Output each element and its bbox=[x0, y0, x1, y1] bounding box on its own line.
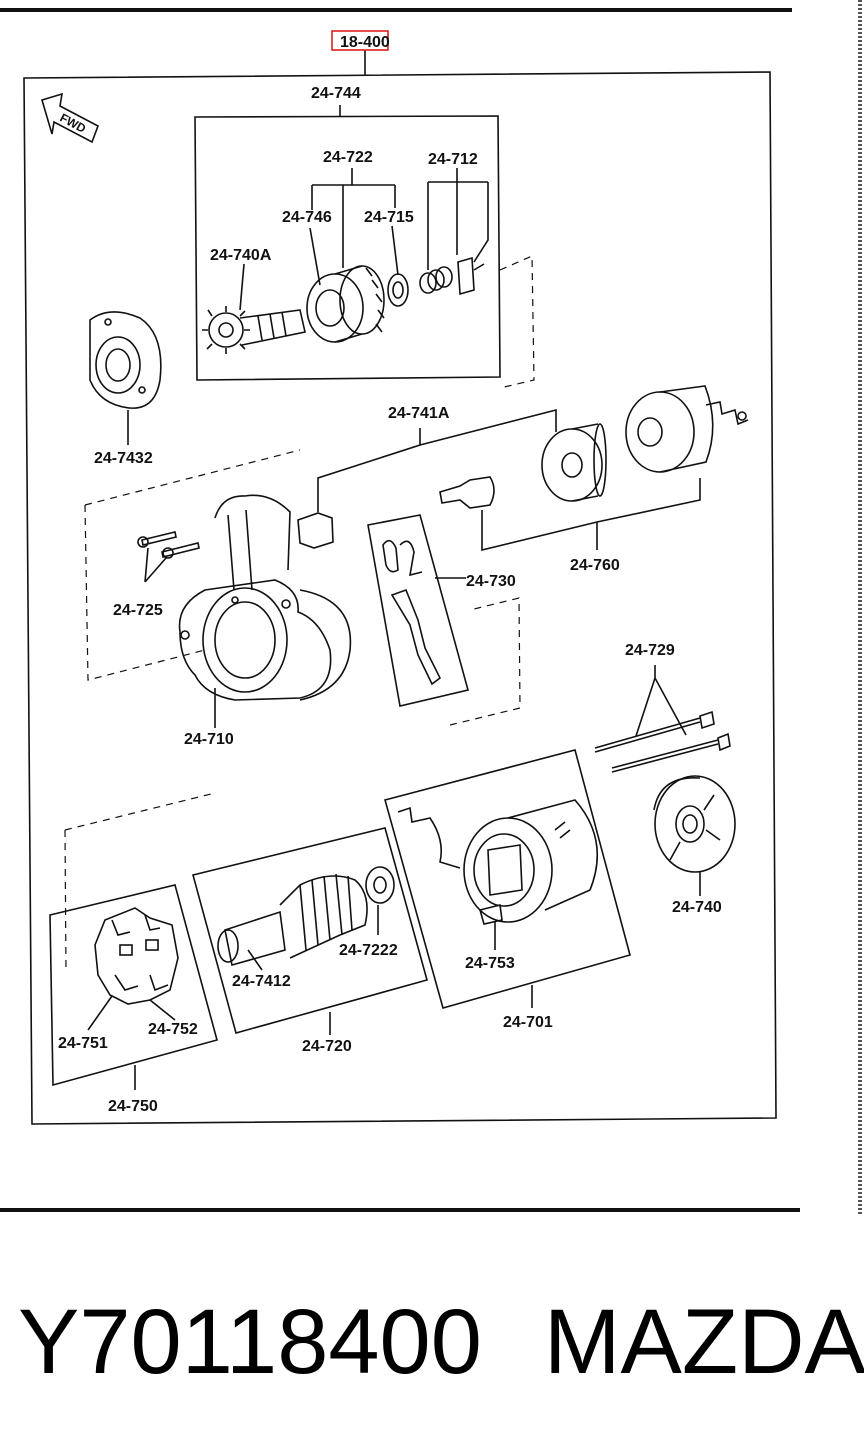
exploded-parts-diagram: 18-400 FWD 24-744 24-722 24-712 24-746 2… bbox=[23, 30, 777, 1125]
label-24-715: 24-715 bbox=[364, 209, 414, 226]
drive-bearing-plate bbox=[89, 311, 162, 409]
label-24-725: 24-725 bbox=[113, 602, 163, 619]
label-24-753: 24-753 bbox=[465, 955, 515, 972]
overrunning-clutch bbox=[306, 265, 385, 343]
label-24-710: 24-710 bbox=[184, 731, 234, 748]
label-24-751: 24-751 bbox=[58, 1035, 108, 1052]
header-ref-highlight bbox=[331, 30, 389, 51]
label-24-750: 24-750 bbox=[108, 1098, 158, 1115]
spring-set bbox=[419, 256, 485, 296]
brush-holder-box bbox=[49, 884, 218, 1087]
label-24-729: 24-729 bbox=[625, 642, 675, 659]
label-24-741A: 24-741A bbox=[388, 405, 450, 422]
label-24-744: 24-744 bbox=[311, 85, 361, 102]
label-24-746: 24-746 bbox=[282, 209, 332, 226]
label-24-760: 24-760 bbox=[570, 557, 620, 574]
label-24-722: 24-722 bbox=[323, 149, 373, 166]
label-24-740: 24-740 bbox=[672, 899, 722, 916]
mounting-bolts bbox=[137, 531, 200, 559]
solenoid-ring bbox=[541, 423, 607, 502]
page-edge bbox=[858, 0, 862, 1215]
rear-cover bbox=[653, 775, 736, 873]
label-24-740A: 24-740A bbox=[210, 247, 272, 264]
lever-holder bbox=[297, 512, 334, 549]
label-24-7412: 24-7412 bbox=[232, 973, 291, 990]
lever-box bbox=[367, 514, 469, 707]
solenoid-body bbox=[625, 385, 749, 473]
solenoid-plunger bbox=[439, 476, 495, 509]
label-24-7432: 24-7432 bbox=[94, 450, 153, 467]
pinion-gear bbox=[202, 306, 306, 354]
top-rule bbox=[0, 8, 792, 12]
part-number: Y70118400 bbox=[18, 1291, 482, 1393]
header-ref: 18-400 bbox=[340, 34, 390, 51]
label-24-712: 24-712 bbox=[428, 151, 478, 168]
armature-box bbox=[192, 827, 428, 1034]
pinion-group-box bbox=[194, 115, 501, 381]
footer-caption: Y70118400 MAZDA bbox=[18, 1290, 864, 1393]
label-24-720: 24-720 bbox=[302, 1038, 352, 1055]
label-24-7222: 24-7222 bbox=[339, 942, 398, 959]
through-bolts bbox=[594, 710, 731, 773]
bottom-rule bbox=[0, 1208, 800, 1212]
stop-collar bbox=[387, 273, 409, 307]
label-24-752: 24-752 bbox=[148, 1021, 198, 1038]
brand-name: MAZDA bbox=[543, 1291, 864, 1393]
outer-frame bbox=[23, 71, 777, 1125]
label-24-730: 24-730 bbox=[466, 573, 516, 590]
label-24-701: 24-701 bbox=[503, 1014, 553, 1031]
front-housing bbox=[178, 494, 352, 701]
fwd-arrow-icon bbox=[41, 92, 99, 144]
yoke-box bbox=[384, 749, 631, 1009]
